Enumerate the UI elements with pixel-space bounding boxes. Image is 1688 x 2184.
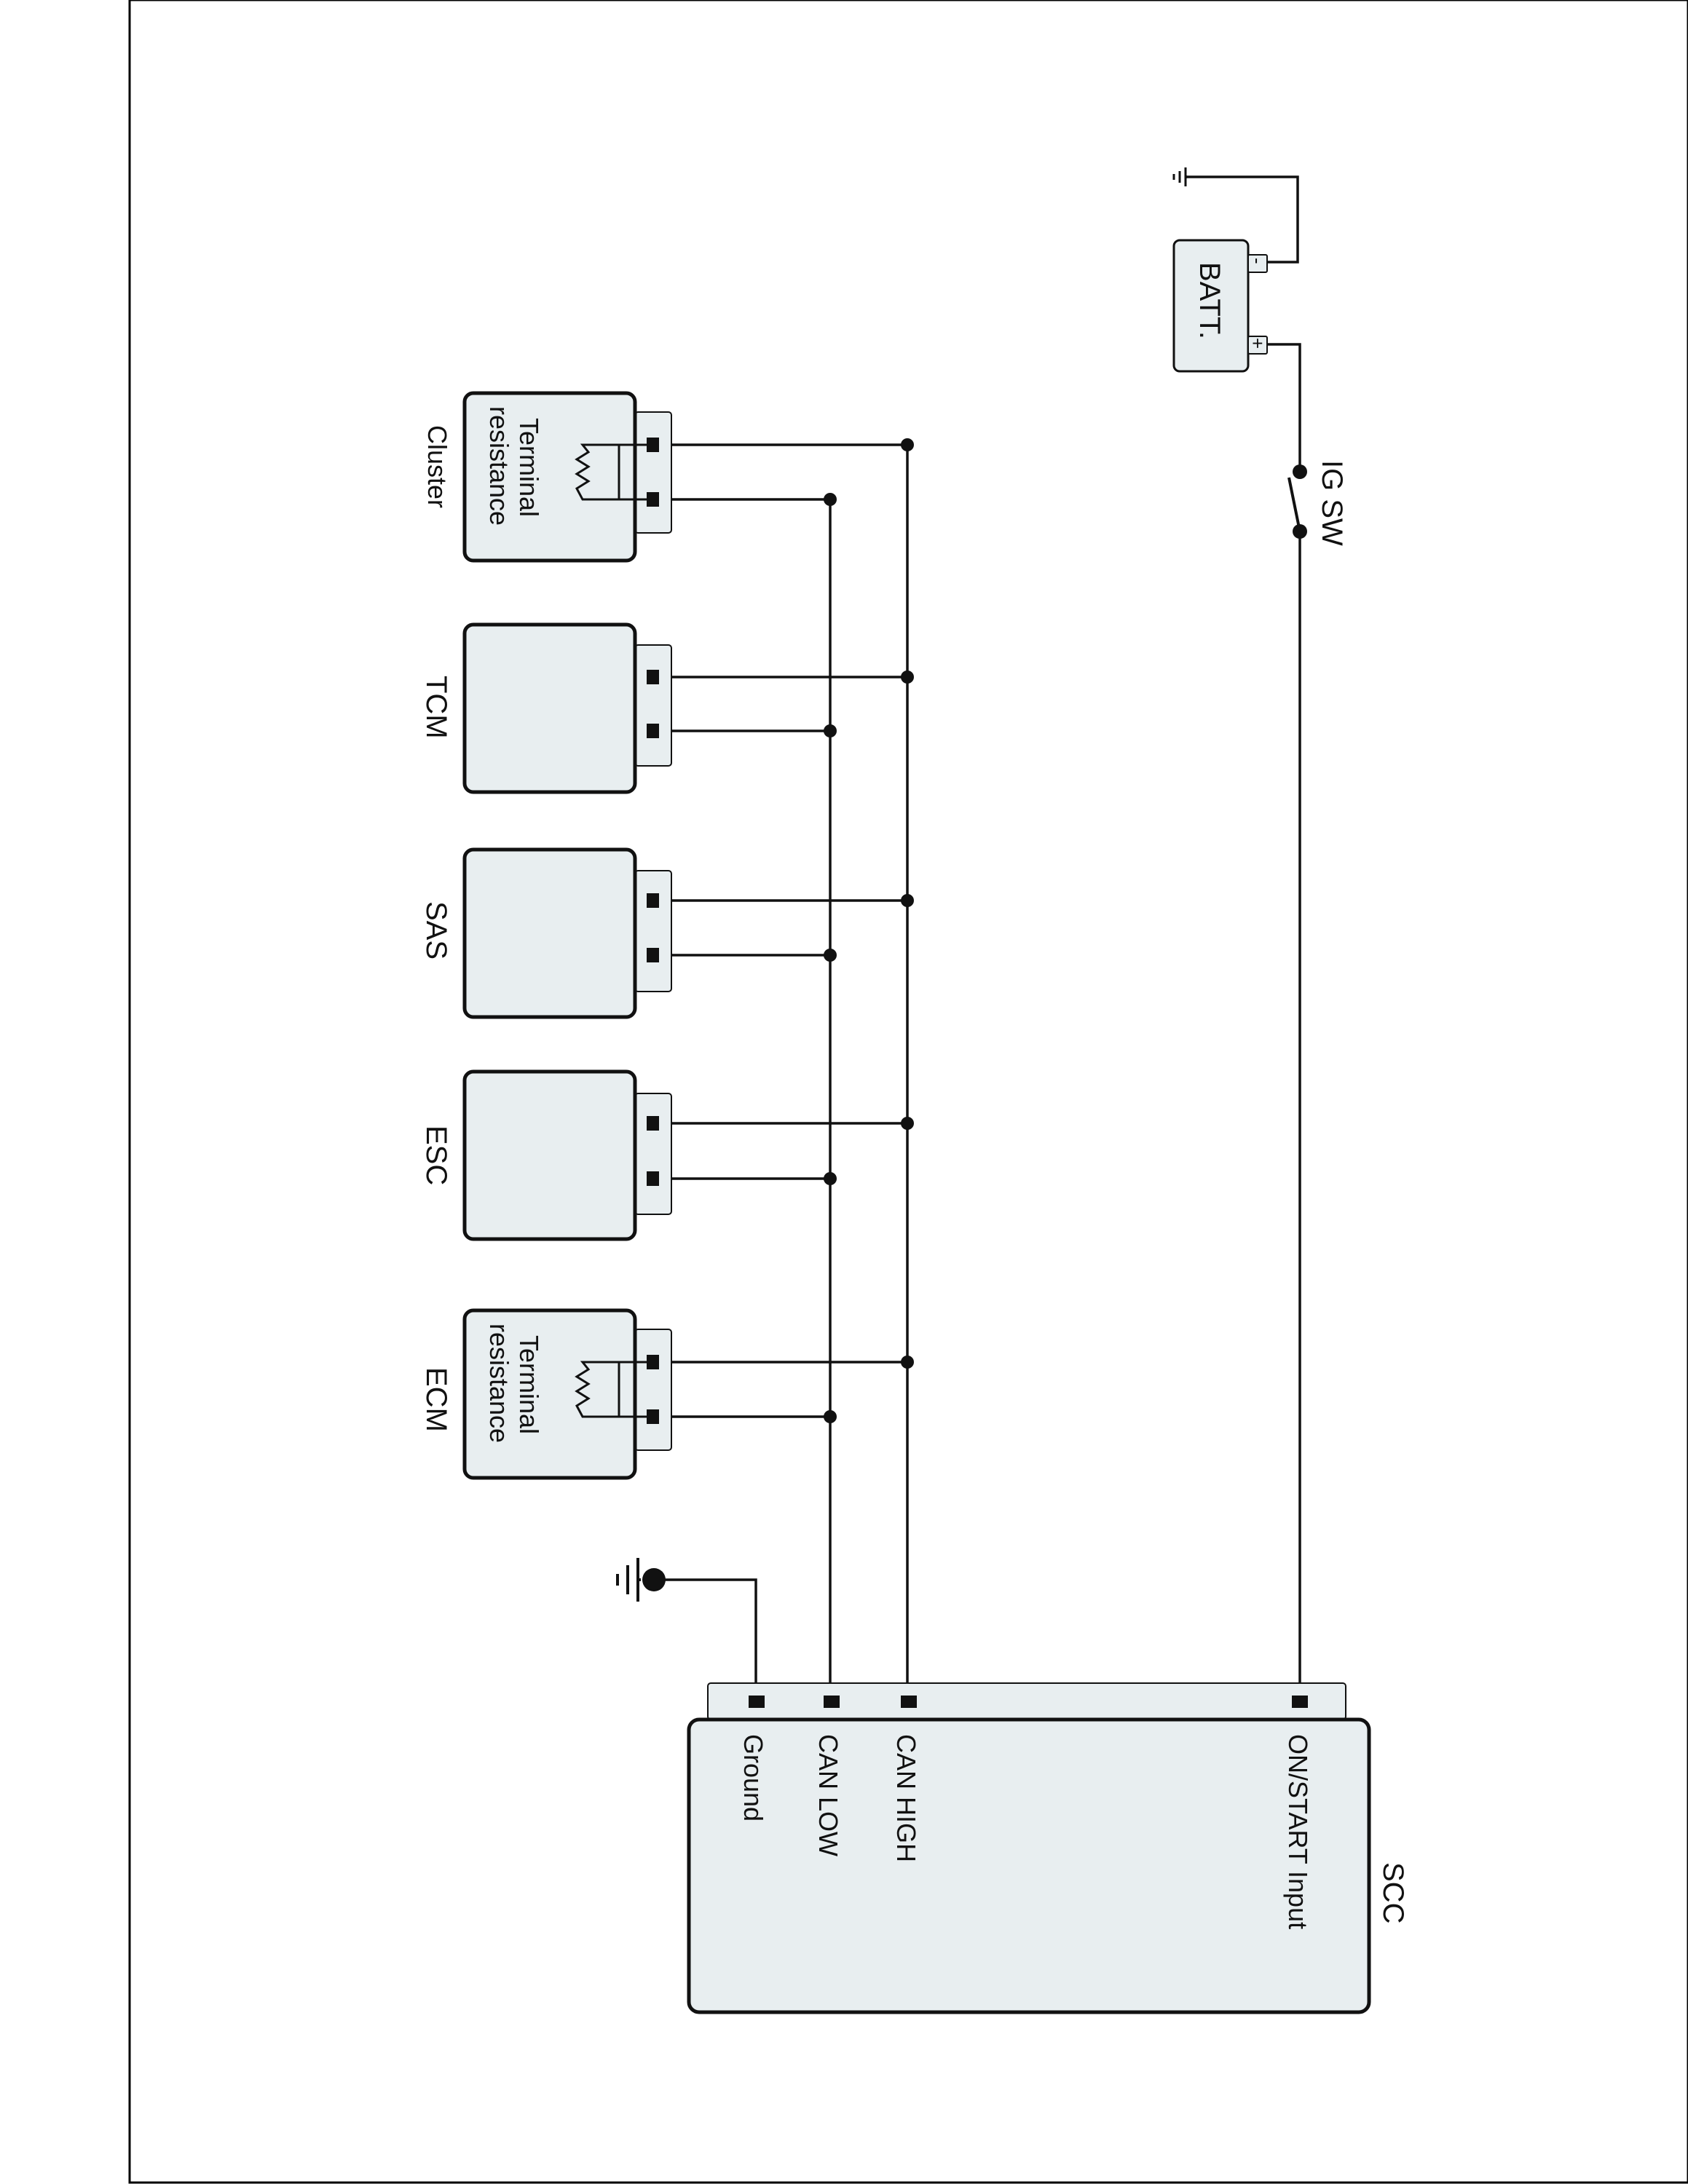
battery: - + BATT. bbox=[1172, 239, 1269, 373]
ignition-label: IG SW bbox=[1316, 460, 1348, 546]
scc-pin-can-low: CAN LOW bbox=[813, 1734, 843, 1856]
terminal-resistor-ecm bbox=[575, 1361, 647, 1418]
module-label-esc: ESC bbox=[420, 1125, 452, 1185]
module-esc: ESC bbox=[420, 1069, 672, 1241]
module-ecm: Terminal resistance ECM bbox=[420, 1308, 672, 1480]
ignition-switch: IG SW bbox=[1287, 460, 1348, 546]
module-note-line2: resistance bbox=[484, 1324, 514, 1443]
can-low-bus bbox=[659, 498, 832, 1702]
scc-pin-can-high: CAN HIGH bbox=[891, 1734, 921, 1862]
battery-pos-symbol: + bbox=[1247, 338, 1269, 349]
junction-dots bbox=[824, 438, 914, 1423]
power-wire bbox=[1187, 175, 1301, 1702]
battery-label: BATT. bbox=[1194, 262, 1226, 339]
module-label-sas: SAS bbox=[420, 901, 452, 960]
module-label-cluster: Cluster bbox=[422, 425, 452, 508]
module-tcm: TCM bbox=[420, 622, 672, 794]
page-border bbox=[128, 0, 1688, 2184]
module-note-line2: resistance bbox=[484, 406, 514, 526]
module-sas: SAS bbox=[420, 847, 672, 1019]
module-label-scc: SCC bbox=[1377, 1862, 1409, 1923]
battery-neg-symbol: - bbox=[1247, 258, 1269, 264]
scc-pin-on-start: ON/START Input bbox=[1283, 1734, 1313, 1929]
battery-ground-icon bbox=[1172, 167, 1187, 186]
ground-icon bbox=[616, 1558, 666, 1602]
module-label-ecm: ECM bbox=[420, 1367, 452, 1432]
module-cluster: Terminal resistance Cluster bbox=[422, 391, 672, 563]
module-scc: Ground CAN LOW CAN HIGH ON/START Input S… bbox=[687, 1682, 1409, 2014]
terminal-resistor-cluster bbox=[575, 443, 647, 501]
module-note-line1: Terminal bbox=[514, 1335, 544, 1434]
module-label-tcm: TCM bbox=[420, 676, 452, 739]
module-note-line1: Terminal bbox=[514, 418, 544, 517]
ground-wire bbox=[654, 1578, 757, 1702]
scc-pin-ground: Ground bbox=[738, 1734, 768, 1821]
can-high-bus bbox=[659, 443, 909, 1702]
